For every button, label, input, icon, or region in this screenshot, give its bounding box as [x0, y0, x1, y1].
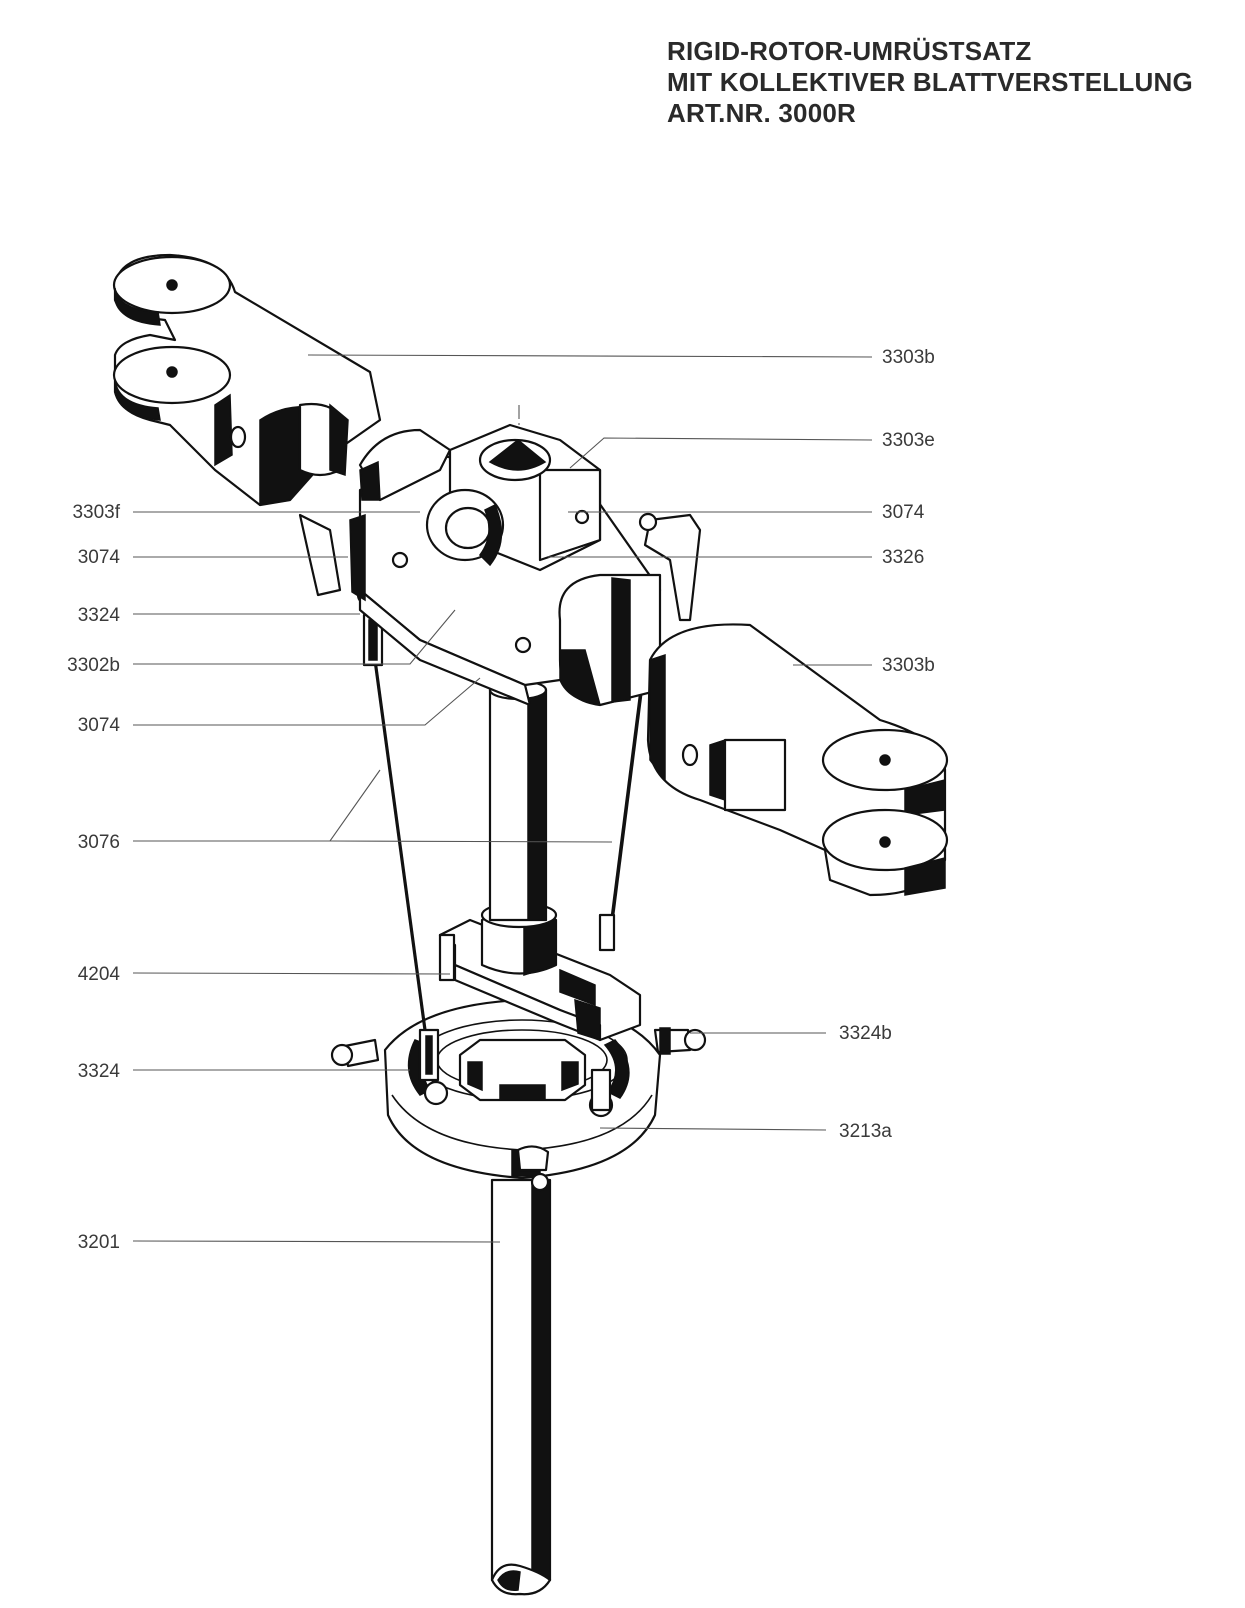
- label-bolt-right: 3074: [882, 502, 925, 523]
- rotor-hub: [349, 423, 662, 707]
- label-main-shaft: 3201: [78, 1232, 120, 1253]
- part-labels: 3303b 3303e 3074 3326 3303b 3324b 3213a …: [67, 347, 935, 1253]
- label-ball-link-bottom: 3324: [78, 1061, 121, 1082]
- title-line-3: ART.NR. 3000R: [667, 98, 856, 128]
- label-hub-center: 3302b: [67, 655, 120, 676]
- label-ball-right: 3324b: [839, 1023, 892, 1044]
- label-guide: 4204: [78, 964, 121, 985]
- label-blade-grip-top: 3303b: [882, 347, 935, 368]
- blade-grip-right: [638, 512, 949, 897]
- label-bolt-left: 3074: [78, 547, 121, 568]
- label-center-block: 3326: [882, 547, 924, 568]
- blade-grip-left: [112, 253, 382, 597]
- label-blade-grip-bottom: 3303b: [882, 655, 935, 676]
- label-hub-cap: 3303e: [882, 430, 935, 451]
- guide-bracket: [438, 901, 642, 1042]
- main-shaft: [490, 1178, 552, 1596]
- title-line-2: MIT KOLLEKTIVER BLATTVERSTELLUNG: [667, 67, 1193, 97]
- label-ball-link-top: 3324: [78, 605, 121, 626]
- label-bolt-lower: 3074: [78, 715, 121, 736]
- label-swashplate: 3213a: [839, 1121, 892, 1142]
- leader-lines: [132, 354, 873, 1243]
- push-rods: [356, 584, 647, 1031]
- upper-shaft: [488, 679, 548, 922]
- diagram-title: RIGID-ROTOR-UMRÜSTSATZ MIT KOLLEKTIVER B…: [667, 36, 1193, 129]
- swashplate: [330, 998, 707, 1192]
- label-push-rod: 3076: [78, 832, 120, 853]
- label-arm-left: 3303f: [72, 502, 120, 523]
- title-line-1: RIGID-ROTOR-UMRÜSTSATZ: [667, 36, 1032, 66]
